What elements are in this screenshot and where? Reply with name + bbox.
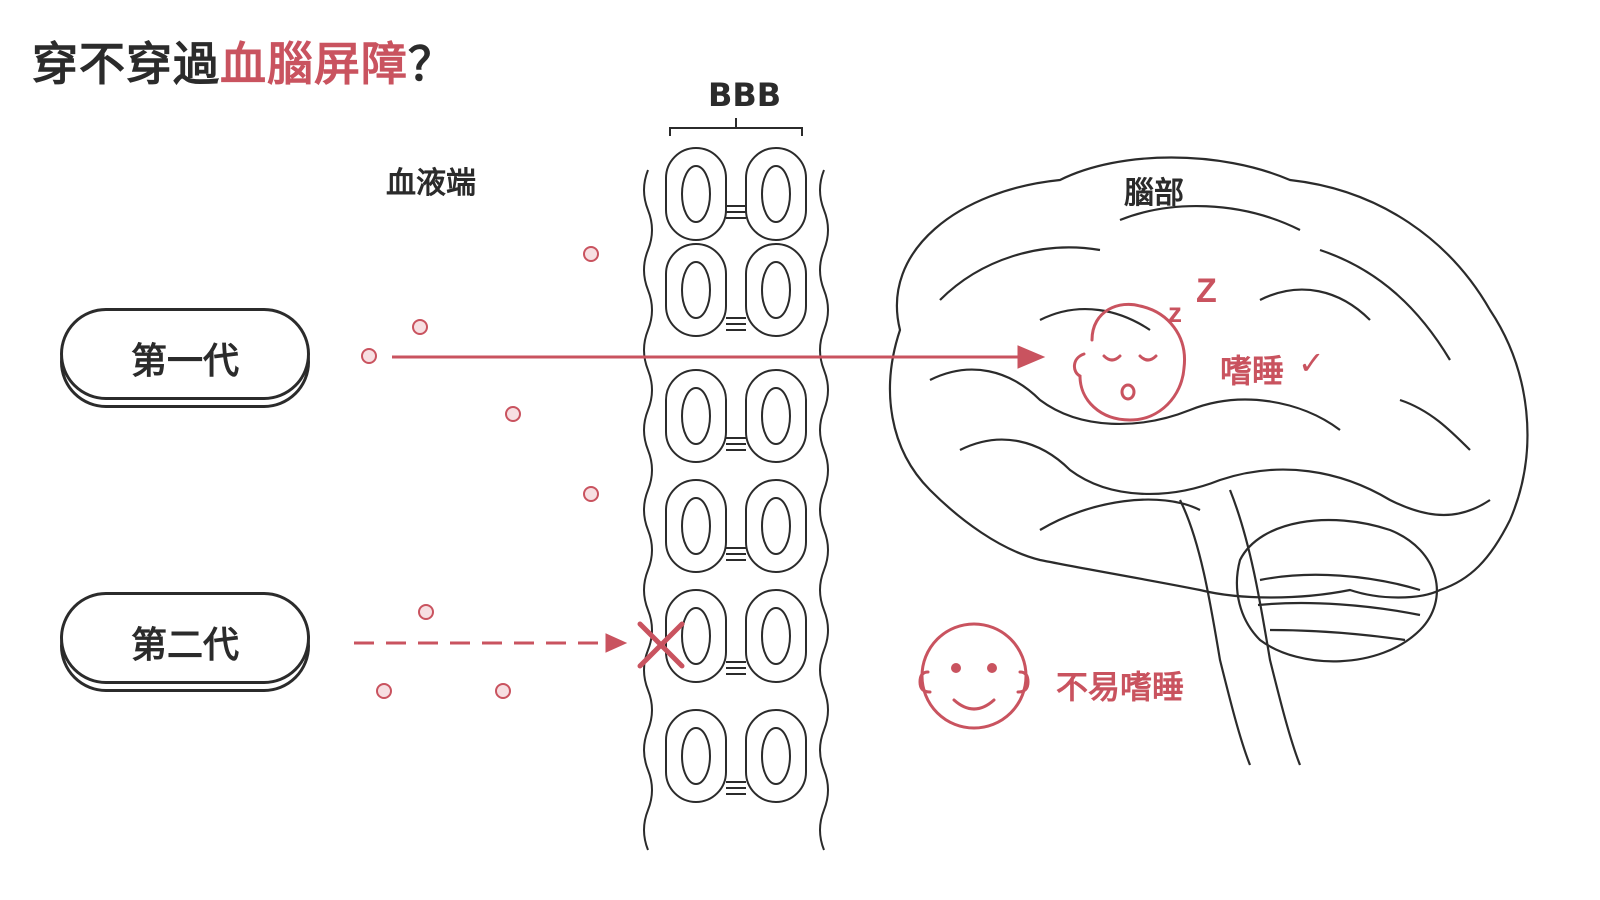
particle bbox=[361, 348, 377, 364]
particle bbox=[418, 604, 434, 620]
particle bbox=[583, 486, 599, 502]
particle bbox=[412, 319, 428, 335]
awake-face-eyes bbox=[951, 663, 997, 673]
awake-face-icon bbox=[918, 622, 1030, 730]
blood-brain-barrier bbox=[643, 147, 829, 851]
sleeping-face-icon bbox=[1073, 302, 1186, 422]
zzz-large: Z bbox=[1196, 272, 1217, 310]
generation-1-label: 第一代 bbox=[130, 341, 239, 382]
generation-2-pill: 第二代 bbox=[60, 592, 310, 692]
brain-label: 腦部 bbox=[1124, 176, 1184, 211]
title-question-mark: ？ bbox=[408, 37, 455, 91]
particle bbox=[505, 406, 521, 422]
bbb-label: BBB bbox=[708, 76, 782, 114]
blocked-x-icon bbox=[637, 621, 685, 669]
particle bbox=[495, 683, 511, 699]
particle bbox=[583, 246, 599, 262]
generation-2-label: 第二代 bbox=[130, 625, 239, 666]
blood-side-label: 血液端 bbox=[386, 166, 476, 201]
gen2-arrow bbox=[354, 633, 628, 653]
bbb-bracket bbox=[669, 118, 803, 136]
particles bbox=[361, 246, 599, 699]
generation-1-pill: 第一代 bbox=[60, 308, 310, 408]
title-part1: 穿不穿過 bbox=[32, 37, 220, 91]
zzz-small: z bbox=[1168, 297, 1182, 328]
gen1-arrow bbox=[392, 345, 1046, 369]
title-accent: 血腦屏障 bbox=[220, 37, 408, 91]
brain-illustration bbox=[888, 156, 1529, 766]
not-sleepy-label: 不易嗜睡 bbox=[1056, 668, 1185, 706]
sleepy-label: 嗜睡 bbox=[1220, 352, 1285, 390]
check-icon: ✓ bbox=[1298, 344, 1325, 382]
particle bbox=[376, 683, 392, 699]
page-title: 穿不穿過血腦屏障？ bbox=[32, 28, 455, 94]
